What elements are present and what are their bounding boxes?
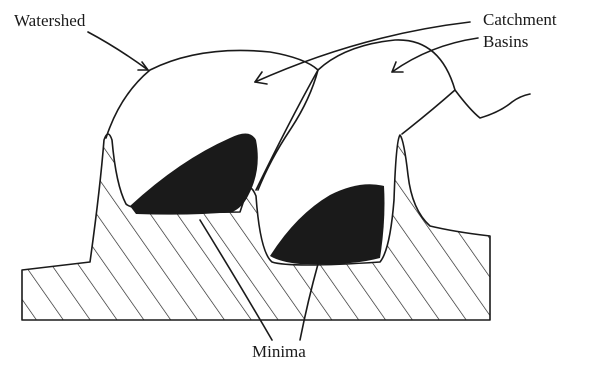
minima-label: Minima: [252, 343, 306, 360]
watershed-leader-line: [88, 32, 148, 70]
catchment-label-line2: Basins: [483, 33, 528, 50]
catchment-basin-right: [318, 40, 455, 134]
minimum-left-water: [130, 133, 258, 214]
catchment-leader-left: [255, 22, 470, 82]
watershed-label: Watershed: [14, 12, 85, 29]
minimum-right-water: [270, 184, 385, 264]
watershed-divide: [258, 70, 318, 190]
catchment-leader-right: [392, 38, 478, 72]
basin-tail-line: [455, 90, 530, 118]
catchment-label-line1: Catchment: [483, 11, 557, 28]
